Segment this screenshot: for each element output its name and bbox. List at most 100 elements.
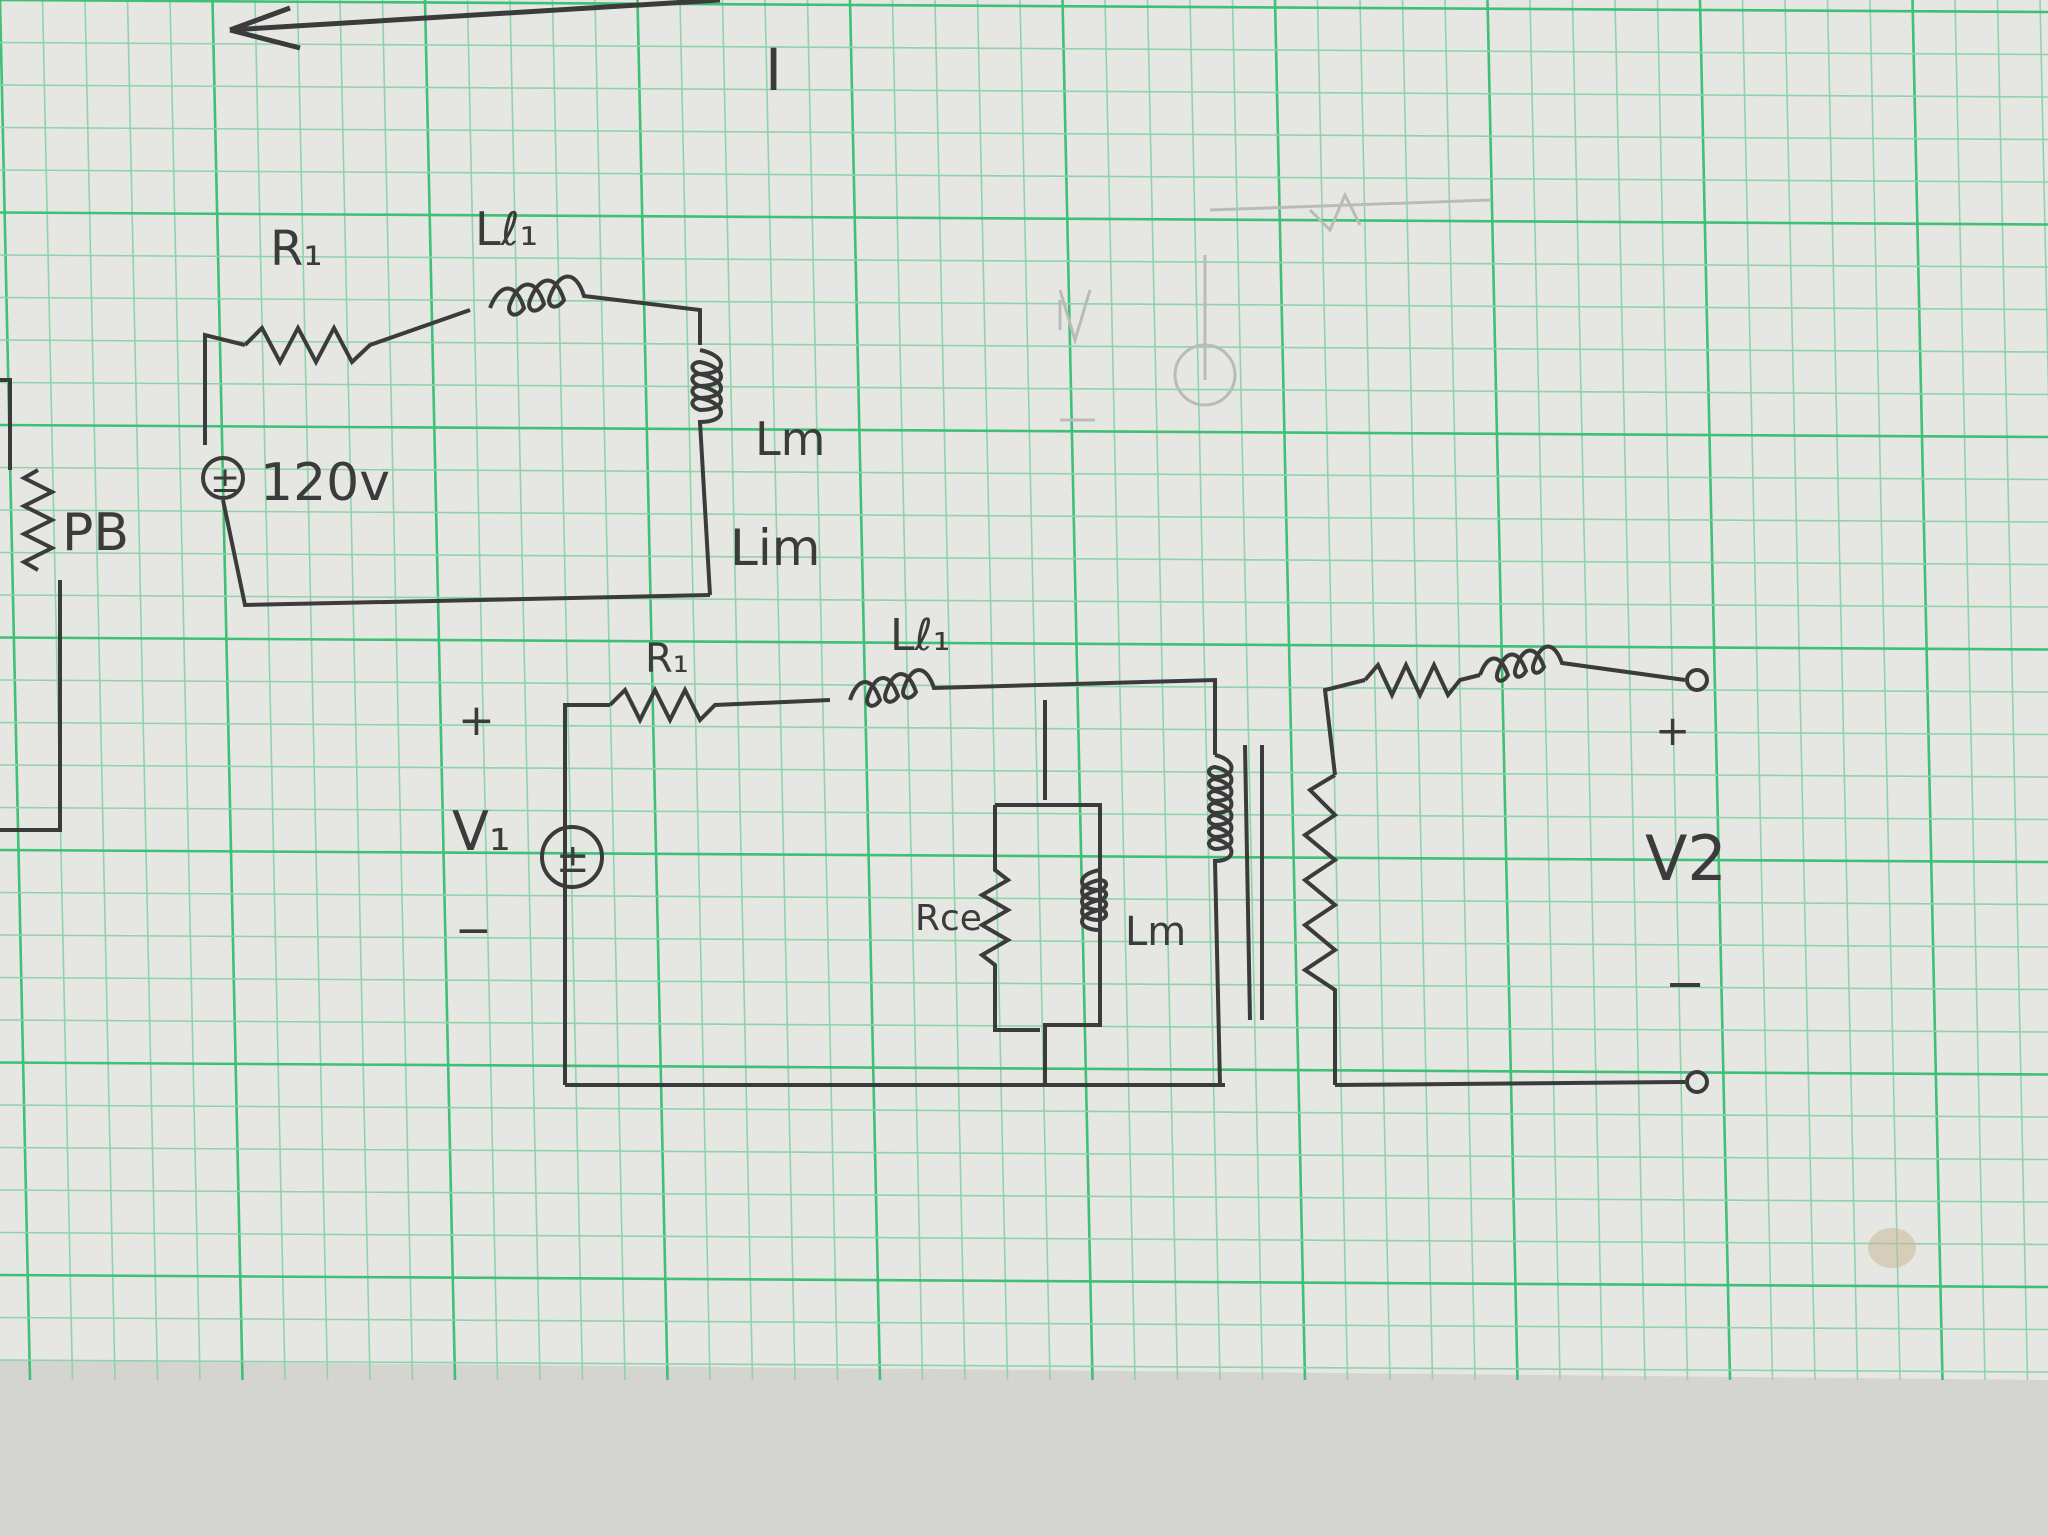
graph-grid (0, 0, 2048, 1381)
grid-line-vertical (254, 0, 286, 1381)
transformer-core-left (1243, 744, 1252, 1021)
grid-line-vertical (0, 0, 32, 1381)
inductor-l1-top-label: Lℓ₁ (475, 202, 538, 256)
paper-stain (1868, 1228, 1916, 1268)
grid-line-vertical (1061, 0, 1094, 1381)
left-fragment (0, 378, 62, 832)
grid-line-horizontal (0, 1316, 2048, 1331)
voltage-source-top (201, 456, 245, 500)
grid-line-vertical (934, 0, 966, 1381)
v1-label: V₁ (452, 800, 511, 863)
grid-line-vertical (84, 0, 116, 1381)
top-mark: I (765, 36, 782, 104)
voltage-source-bottom-sign: ± (556, 836, 590, 882)
grid-line-horizontal (0, 806, 2048, 821)
grid-line-horizontal (0, 1104, 2048, 1118)
grid-line-horizontal (0, 381, 2048, 396)
grid-line-vertical (679, 0, 711, 1381)
v2-label: V2 (1645, 822, 1727, 895)
grid-line-vertical (1486, 0, 1519, 1381)
grid-line-horizontal (0, 1189, 2048, 1203)
v2-plus: + (1655, 706, 1690, 755)
grid-line-vertical (126, 0, 159, 1381)
grid-line-horizontal (0, 466, 2048, 481)
grid-line-vertical (1019, 0, 1051, 1381)
terminal-bottom (1685, 1070, 1709, 1094)
grid-line-vertical (1189, 0, 1221, 1381)
grid-line-vertical (1104, 0, 1136, 1381)
paper-bottom-fold (0, 1360, 2048, 1536)
voltage-source-bottom (540, 825, 604, 889)
grid-line-vertical (806, 0, 839, 1381)
v1-minus: − (455, 905, 492, 956)
voltage-source-top-value: 120v (260, 453, 390, 513)
grid-line-vertical (891, 0, 924, 1381)
top-circuit (201, 274, 723, 608)
inductor-secondary (1478, 644, 1686, 683)
grid-line-horizontal (0, 169, 2048, 183)
grid-line-horizontal (0, 254, 2048, 268)
grid-line-vertical (1529, 0, 1561, 1381)
grid-line-horizontal (0, 891, 2048, 906)
grid-line-horizontal (0, 594, 2048, 608)
grid-line-horizontal (0, 1061, 2048, 1076)
grid-line-horizontal (0, 423, 2048, 439)
grid-line-vertical (1444, 0, 1476, 1381)
grid-line-horizontal (0, 84, 2048, 98)
grid-line-vertical (848, 0, 882, 1381)
current-lim-label: Lim (730, 519, 820, 577)
grid-line-horizontal (0, 126, 2048, 141)
grid-line-horizontal (0, 636, 2048, 651)
grid-line-vertical (169, 0, 201, 1381)
v2-minus: − (1665, 956, 1705, 1012)
transformer-secondary (1301, 773, 1339, 1085)
voltage-source-top-sign: ± (210, 460, 240, 501)
inductor-lm-top-label: Lm (755, 412, 825, 466)
lm-bottom-label: Lm (1125, 909, 1186, 955)
inductor-l1-bottom-label: Lℓ₁ (890, 610, 950, 661)
grid-line-vertical (1954, 0, 1986, 1381)
grid-line-vertical (976, 0, 1009, 1381)
terminal-top (1685, 668, 1709, 692)
grid-line-vertical (1996, 0, 2029, 1381)
grid-line-horizontal (0, 848, 2048, 864)
inductor-lm-top (690, 348, 723, 596)
grid-line-horizontal (0, 296, 2048, 311)
grid-line-vertical (721, 0, 754, 1381)
grid-line-horizontal (0, 1359, 2048, 1373)
inductor-l1-bottom (848, 668, 1217, 755)
inductor-lm-bottom (1080, 868, 1108, 932)
grid-line-vertical (636, 0, 669, 1381)
grid-line-vertical (1359, 0, 1391, 1381)
resistor-r1-bottom-label: R₁ (645, 636, 689, 682)
grid-line-horizontal (0, 551, 2048, 566)
grid-line-vertical (551, 0, 584, 1381)
v1-plus: + (458, 695, 495, 746)
grid-line-vertical (41, 0, 74, 1381)
resistor-r1-top-label: R₁ (270, 221, 323, 277)
grid-line-horizontal (0, 934, 2048, 948)
grid-line-vertical (764, 0, 796, 1381)
grid-line-horizontal (0, 976, 2048, 991)
top-arrow-mark (229, 0, 721, 51)
grid-line-horizontal (0, 0, 2048, 14)
resistor-pb (19, 468, 57, 572)
grid-line-horizontal (0, 1019, 2048, 1033)
grid-line-horizontal (0, 509, 2048, 523)
grid-line-horizontal (0, 211, 2048, 226)
grid-line-horizontal (0, 764, 2048, 778)
erased-sketch (1058, 191, 1491, 422)
resistor-pb-label: PB (62, 503, 129, 563)
resistor-rce (977, 805, 1040, 1032)
resistor-secondary (1363, 660, 1481, 700)
grid-line-horizontal (0, 1273, 2048, 1289)
grid-line-vertical (2039, 0, 2048, 405)
grid-line-vertical (1273, 0, 1307, 1381)
bottom-circuit (540, 644, 1709, 1094)
grid-line-vertical (1869, 0, 1901, 1381)
grid-line-vertical (211, 0, 244, 1381)
transformer-primary (1207, 753, 1234, 1086)
grid-line-horizontal (0, 721, 2048, 736)
grid-line-vertical (594, 0, 626, 1381)
